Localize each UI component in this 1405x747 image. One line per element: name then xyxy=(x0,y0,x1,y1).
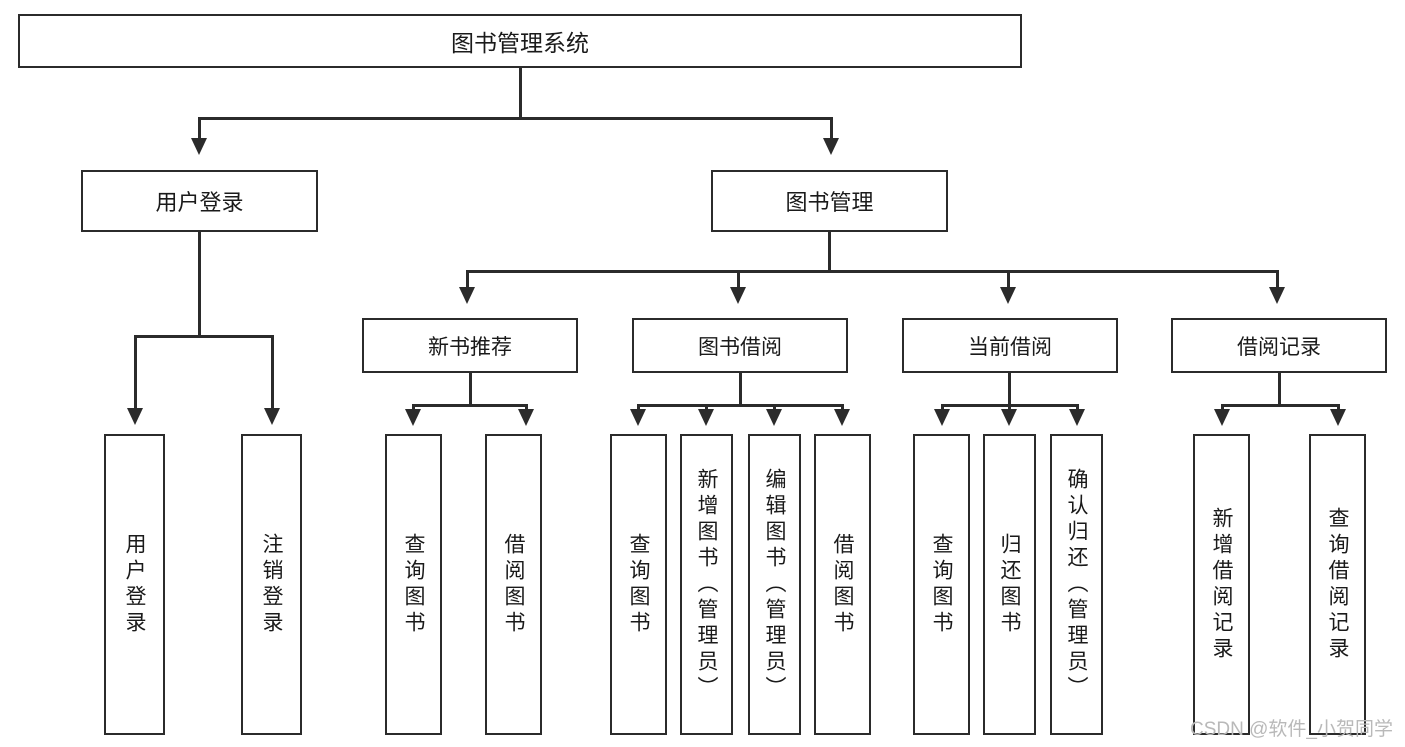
connector-borrowrecord-to-leaf2 xyxy=(1337,404,1340,411)
node-label: 当前借阅 xyxy=(968,335,1052,359)
leaf-label: 归还图书 xyxy=(998,532,1021,637)
leaf-borrow-book-newbook[interactable]: 借阅图书 xyxy=(485,434,542,735)
connector-bookborrow-stem xyxy=(739,373,742,406)
node-label: 新书推荐 xyxy=(428,335,512,359)
connector-bookmgmt-to-record xyxy=(1276,270,1279,288)
connector-bookmgmt-stem xyxy=(828,232,831,272)
connector-borrowrecord-stem xyxy=(1278,373,1281,406)
connector-root-to-login xyxy=(198,117,201,140)
leaf-label: 用户登录 xyxy=(123,532,146,637)
connector-login-bar xyxy=(134,335,273,338)
leaf-label: 查询图书 xyxy=(930,532,953,637)
leaf-query-book-borrow[interactable]: 查询图书 xyxy=(610,434,667,735)
leaf-logout[interactable]: 注销登录 xyxy=(241,434,302,735)
arrow-borrowrecord-to-leaf1 xyxy=(1214,409,1230,426)
leaf-confirm-return-admin[interactable]: 确认归还（管理员） xyxy=(1050,434,1103,735)
connector-login-to-leaf1 xyxy=(134,335,137,410)
node-user-login[interactable]: 用户登录 xyxy=(81,170,318,232)
arrow-newbook-to-leaf1 xyxy=(405,409,421,426)
connector-bookborrow-to-leaf1 xyxy=(637,404,640,411)
leaf-add-borrow-record[interactable]: 新增借阅记录 xyxy=(1193,434,1250,735)
node-label: 图书管理 xyxy=(785,190,874,215)
connector-newbook-to-leaf1 xyxy=(412,404,415,411)
arrow-bookborrow-to-leaf1 xyxy=(630,409,646,426)
node-book-management[interactable]: 图书管理 xyxy=(711,170,948,232)
connector-currentborrow-to-leaf3 xyxy=(1076,404,1079,411)
connector-borrowrecord-bar xyxy=(1221,404,1338,407)
leaf-label: 查询借阅记录 xyxy=(1326,506,1349,663)
leaf-label: 新增图书（管理员） xyxy=(695,467,718,702)
connector-login-stem xyxy=(198,232,201,337)
leaf-query-borrow-record[interactable]: 查询借阅记录 xyxy=(1309,434,1366,735)
arrow-bookborrow-to-leaf4 xyxy=(834,409,850,426)
leaf-user-login[interactable]: 用户登录 xyxy=(104,434,165,735)
node-label: 借阅记录 xyxy=(1237,335,1321,359)
connector-bookmgmt-to-current xyxy=(1007,270,1010,288)
leaf-label: 新增借阅记录 xyxy=(1210,506,1233,663)
connector-newbook-bar xyxy=(412,404,527,407)
arrow-bookmgmt-to-borrow xyxy=(730,287,746,304)
connector-bookmgmt-to-borrow xyxy=(737,270,740,288)
connector-bookborrow-to-leaf4 xyxy=(841,404,844,411)
leaf-label: 确认归还（管理员） xyxy=(1065,467,1088,702)
leaf-label: 查询图书 xyxy=(402,532,425,637)
arrow-bookborrow-to-leaf3 xyxy=(766,409,782,426)
arrow-bookmgmt-to-current xyxy=(1000,287,1016,304)
node-label: 图书管理系统 xyxy=(451,30,589,56)
connector-root-bar xyxy=(198,117,832,120)
connector-root-stem xyxy=(519,68,522,118)
arrow-currentborrow-to-leaf1 xyxy=(934,409,950,426)
arrow-login-to-leaf1 xyxy=(127,408,143,425)
arrow-currentborrow-to-leaf3 xyxy=(1069,409,1085,426)
arrow-bookmgmt-to-record xyxy=(1269,287,1285,304)
leaf-label: 借阅图书 xyxy=(502,532,525,637)
arrow-bookmgmt-to-new xyxy=(459,287,475,304)
node-label: 用户登录 xyxy=(155,190,244,215)
arrow-root-to-bookmgmt xyxy=(823,138,839,155)
leaf-return-book[interactable]: 归还图书 xyxy=(983,434,1036,735)
arrow-currentborrow-to-leaf2 xyxy=(1001,409,1017,426)
connector-newbook-to-leaf2 xyxy=(525,404,528,411)
arrow-newbook-to-leaf2 xyxy=(518,409,534,426)
leaf-add-book-admin[interactable]: 新增图书（管理员） xyxy=(680,434,733,735)
connector-bookborrow-to-leaf2 xyxy=(705,404,708,411)
connector-login-to-leaf2 xyxy=(271,335,274,410)
connector-bookmgmt-to-new xyxy=(466,270,469,288)
node-book-borrow[interactable]: 图书借阅 xyxy=(632,318,848,373)
connector-currentborrow-to-leaf2 xyxy=(1008,404,1011,411)
leaf-edit-book-admin[interactable]: 编辑图书（管理员） xyxy=(748,434,801,735)
arrow-bookborrow-to-leaf2 xyxy=(698,409,714,426)
connector-bookborrow-bar xyxy=(637,404,842,407)
leaf-query-book-current[interactable]: 查询图书 xyxy=(913,434,970,735)
leaf-label: 借阅图书 xyxy=(831,532,854,637)
leaf-label: 查询图书 xyxy=(627,532,650,637)
leaf-label: 注销登录 xyxy=(260,532,283,637)
arrow-login-to-leaf2 xyxy=(264,408,280,425)
leaf-borrow-book[interactable]: 借阅图书 xyxy=(814,434,871,735)
node-borrow-record[interactable]: 借阅记录 xyxy=(1171,318,1387,373)
connector-bookmgmt-bar xyxy=(466,270,1278,273)
node-label: 图书借阅 xyxy=(698,335,782,359)
connector-root-to-bookmgmt xyxy=(830,117,833,140)
connector-bookborrow-to-leaf3 xyxy=(773,404,776,411)
leaf-query-book-newbook[interactable]: 查询图书 xyxy=(385,434,442,735)
connector-borrowrecord-to-leaf1 xyxy=(1221,404,1224,411)
connector-currentborrow-stem xyxy=(1008,373,1011,406)
arrow-borrowrecord-to-leaf2 xyxy=(1330,409,1346,426)
node-root-system[interactable]: 图书管理系统 xyxy=(18,14,1022,68)
arrow-root-to-login xyxy=(191,138,207,155)
leaf-label: 编辑图书（管理员） xyxy=(763,467,786,702)
connector-newbook-stem xyxy=(469,373,472,406)
node-new-book-recommend[interactable]: 新书推荐 xyxy=(362,318,578,373)
connector-currentborrow-to-leaf1 xyxy=(941,404,944,411)
node-current-borrow[interactable]: 当前借阅 xyxy=(902,318,1118,373)
